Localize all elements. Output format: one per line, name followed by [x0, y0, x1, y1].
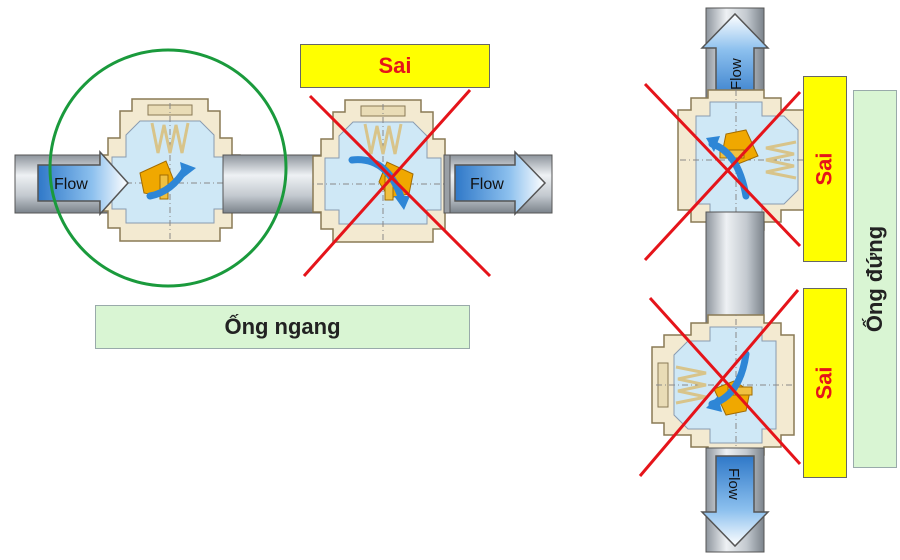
wrong-label-text: Sai — [812, 366, 837, 400]
flow-arrow-icon: Flow — [37, 150, 130, 216]
vertical-pipe-assembly: Flow Flow — [638, 7, 822, 553]
flow-label: Flow — [54, 176, 88, 193]
flow-label: Flow — [470, 176, 504, 193]
flow-label: Flow — [728, 58, 745, 90]
wrong-label-text: Sai — [812, 152, 837, 186]
wrong-label-vertical-bottom: Sai — [803, 288, 847, 478]
check-valve-icon — [98, 97, 242, 243]
correct-circle-icon — [48, 48, 288, 288]
flow-arrow-icon: Flow — [454, 150, 547, 216]
flow-label: Flow — [725, 468, 742, 500]
cross-mark-icon — [302, 89, 492, 278]
cross-mark-icon — [643, 82, 802, 262]
horizontal-wrong-valve: Flow — [302, 89, 553, 278]
wrong-label-vertical-top: Sai — [803, 76, 847, 262]
flow-arrow-icon: Flow — [700, 455, 770, 548]
vertical-pipe-caption: Ống đứng — [853, 90, 897, 468]
horizontal-correct-valve: Flow — [14, 48, 337, 288]
check-valve-icon — [676, 88, 822, 232]
horizontal-pipe-caption: Ống ngang — [95, 305, 470, 349]
vertical-pipe-caption-text: Ống đứng — [862, 225, 888, 333]
wrong-label-horizontal: Sai — [300, 44, 490, 88]
cross-mark-icon — [638, 289, 802, 477]
